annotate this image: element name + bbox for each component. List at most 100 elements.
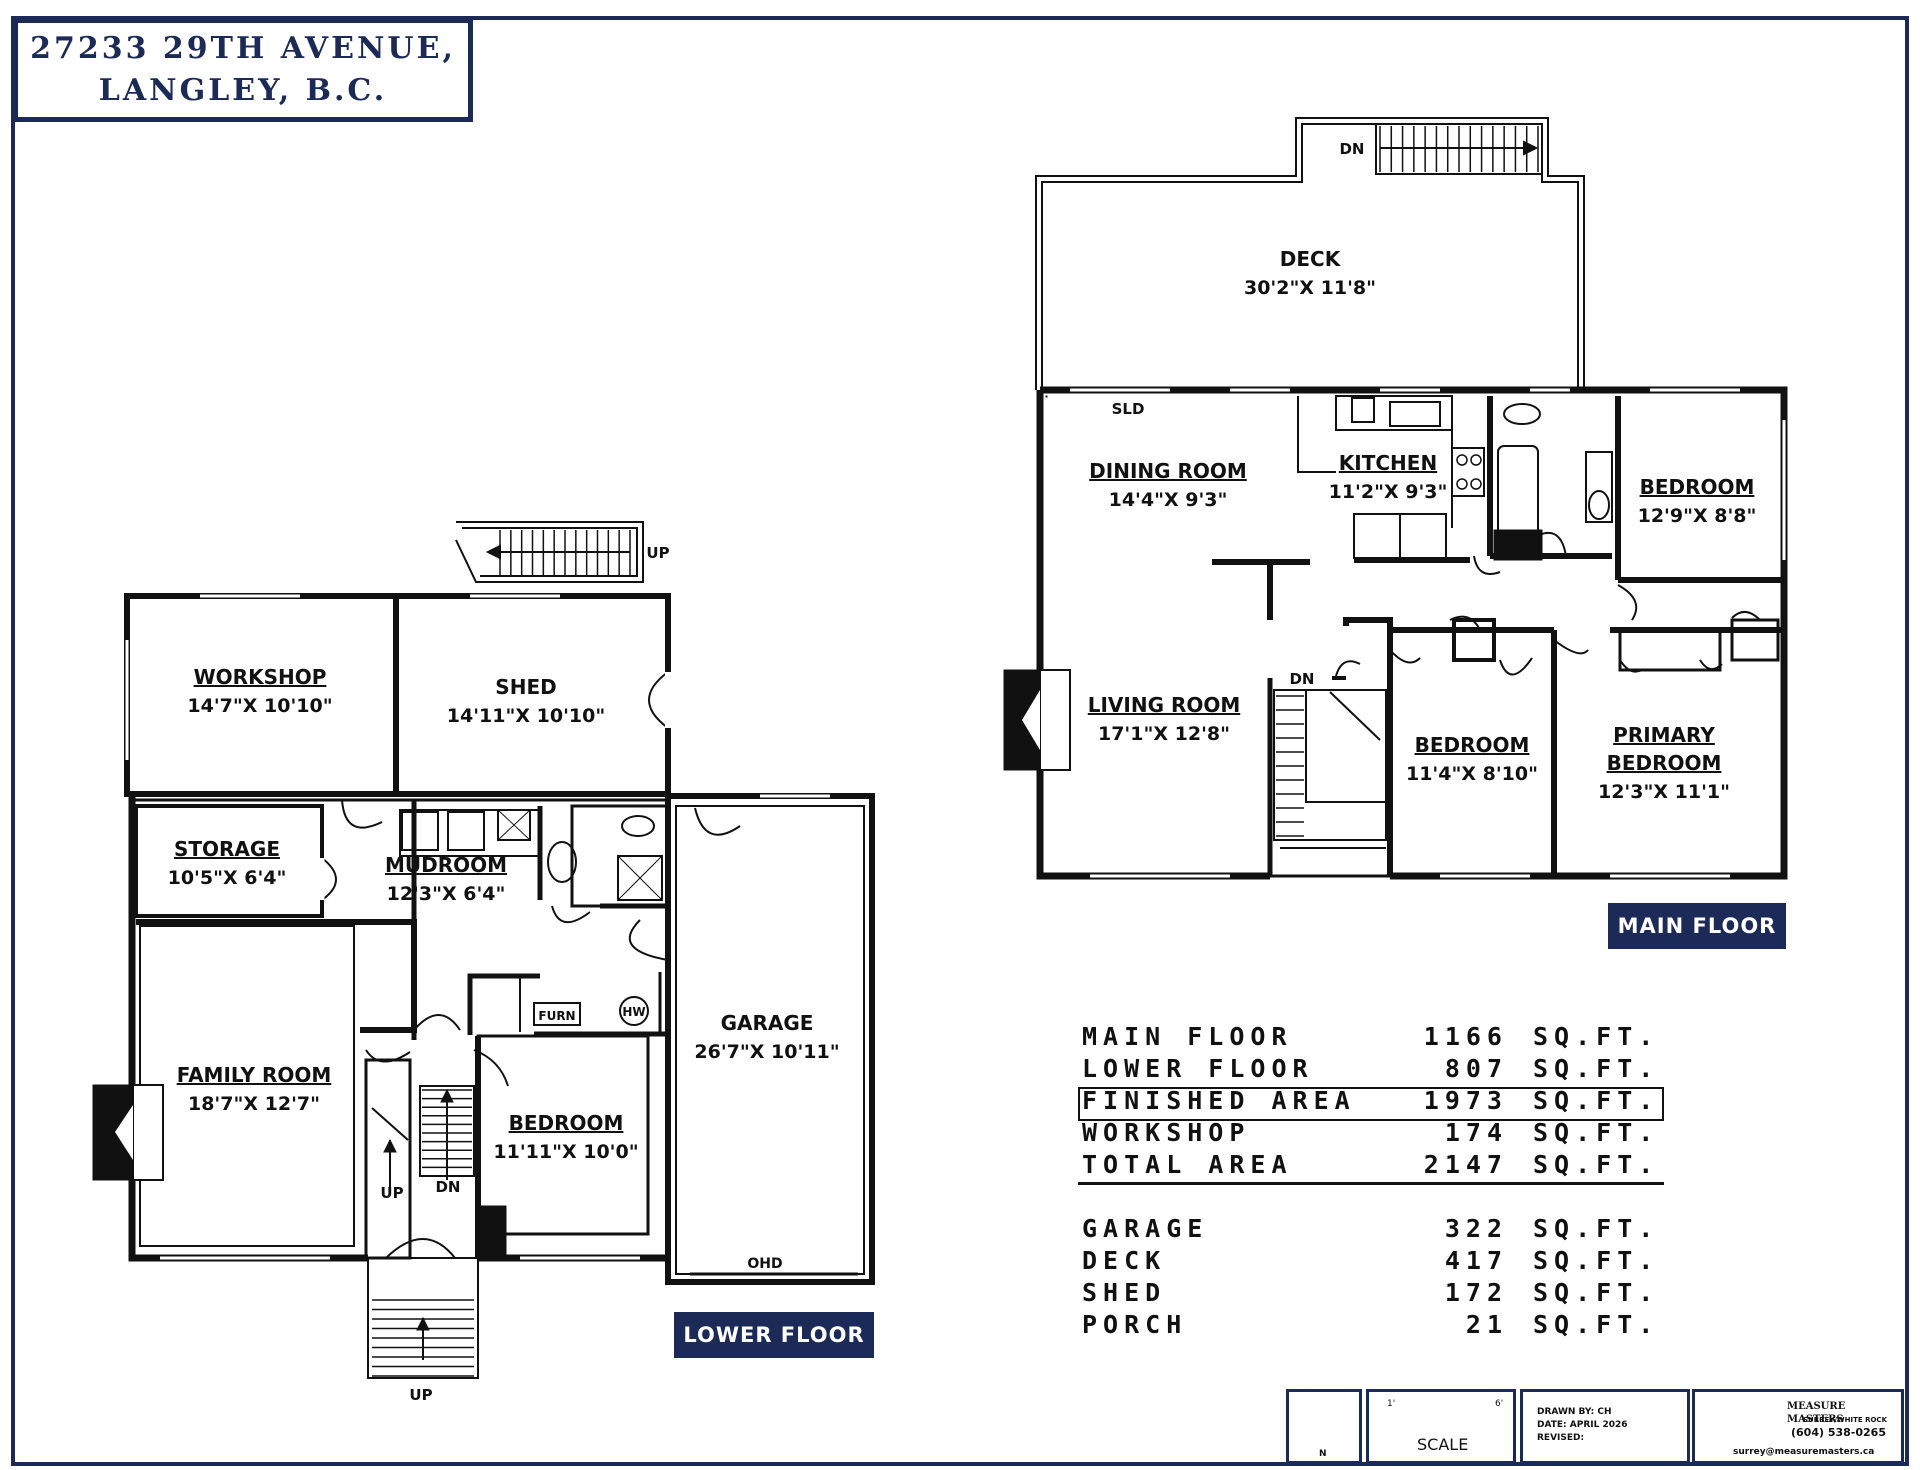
finished-area-box — [1078, 1087, 1664, 1121]
area-row-label: PORCH — [1082, 1310, 1188, 1339]
workshop-dims: 14'7"X 10'10" — [187, 695, 332, 717]
stair-up-label: UP — [380, 1184, 403, 1202]
company-sub: SURREY/WHITE ROCK — [1803, 1416, 1887, 1424]
drawn-by: DRAWN BY: CH — [1537, 1407, 1612, 1417]
sliding-door-label: SLD — [1112, 400, 1145, 418]
south-bedroom-dims: 11'4"X 8'10" — [1406, 763, 1538, 785]
mudroom-name: MUDROOM — [385, 853, 507, 877]
area-row-unit: SQ.FT. — [1533, 1310, 1660, 1339]
porch-up-label: UP — [409, 1386, 432, 1404]
logo-letters: MM — [1721, 1408, 1766, 1432]
area-row: TOTAL AREA 2147 SQ.FT. — [1078, 1150, 1678, 1182]
scale-label: SCALE — [1417, 1435, 1469, 1454]
ne-bedroom-name: BEDROOM — [1640, 475, 1755, 499]
stair-dn-label: DN — [435, 1178, 460, 1196]
title-block-north: N — [1286, 1389, 1362, 1464]
workshop-name: WORKSHOP — [194, 665, 327, 689]
shed-dims: 14'11"X 10'10" — [447, 705, 605, 727]
address-line-2: LANGLEY, B.C. — [98, 73, 388, 108]
family-room-name: FAMILY ROOM — [177, 1063, 332, 1087]
company-name: MEASURE MASTERS — [1787, 1401, 1846, 1425]
area-row: FINISHED AREA 1973 SQ.FT. — [1078, 1086, 1678, 1118]
primary-bedroom-name-2: BEDROOM — [1607, 751, 1722, 775]
area-row-unit: SQ.FT. — [1533, 1278, 1660, 1307]
ne-bedroom-dims: 12'9"X 8'8" — [1638, 505, 1757, 527]
area-row-label: FINISHED AREA — [1082, 1086, 1356, 1115]
area-row-unit: SQ.FT. — [1533, 1086, 1660, 1115]
deck — [1035, 117, 1585, 390]
area-row-label: DECK — [1082, 1246, 1167, 1275]
area-row-unit: SQ.FT. — [1533, 1150, 1660, 1179]
lower-stair-up-label: UP — [646, 544, 669, 562]
deck-name: DECK — [1280, 247, 1342, 271]
area-row-value: 174 — [1444, 1118, 1508, 1147]
title-block-scale: 1' 6' SCALE — [1366, 1389, 1516, 1464]
dining-room-name: DINING ROOM — [1089, 459, 1247, 483]
area-row-value: 417 — [1444, 1246, 1508, 1275]
main-stair-dn-label: DN — [1289, 670, 1314, 688]
north-label: N — [1319, 1449, 1327, 1459]
revised: REVISED: — [1537, 1433, 1585, 1443]
garage-dims: 26'7"X 10'11" — [694, 1041, 839, 1063]
area-row: LOWER FLOOR 807 SQ.FT. — [1078, 1054, 1678, 1086]
area-row-label: TOTAL AREA — [1082, 1150, 1293, 1179]
mudroom-dims: 12'3"X 6'4" — [387, 883, 506, 905]
area-row: PORCH 21 SQ.FT. — [1078, 1310, 1678, 1342]
area-row: DECK 417 SQ.FT. — [1078, 1246, 1678, 1278]
area-row: GARAGE 322 SQ.FT. — [1078, 1214, 1678, 1246]
kitchen-name: KITCHEN — [1339, 451, 1437, 475]
area-row-unit: SQ.FT. — [1533, 1022, 1660, 1051]
overhead-door-label: OHD — [747, 1256, 782, 1272]
area-row-unit: SQ.FT. — [1533, 1118, 1660, 1147]
furnace-label: FURN — [538, 1009, 575, 1023]
lower-floor-labels: WORKSHOP 14'7"X 10'10" SHED 14'11"X 10'1… — [168, 544, 840, 1404]
family-room-dims: 18'7"X 12'7" — [188, 1093, 320, 1115]
address-line-1: 27233 29TH AVENUE, — [30, 31, 456, 66]
scale-mark-left: 1' — [1387, 1399, 1396, 1409]
living-room-name: LIVING ROOM — [1088, 693, 1241, 717]
deck-dims: 30'2"X 11'8" — [1244, 277, 1376, 299]
main-floor-labels: DECK 30'2"X 11'8" DINING ROOM 14'4"X 9'3… — [1088, 140, 1757, 803]
primary-bedroom-dims: 12'3"X 11'1" — [1598, 781, 1730, 803]
storage-dims: 10'5"X 6'4" — [168, 867, 287, 889]
area-row-value: 21 — [1465, 1310, 1508, 1339]
lower-bedroom-name: BEDROOM — [509, 1111, 624, 1135]
area-row-value: 2147 — [1423, 1150, 1508, 1179]
area-row-value: 807 — [1444, 1054, 1508, 1083]
shed-name: SHED — [495, 675, 556, 699]
title-block-drawn: DRAWN BY: CH DATE: APRIL 2026 REVISED: — [1520, 1389, 1690, 1464]
living-room-dims: 17'1"X 12'8" — [1098, 723, 1230, 745]
company-email: surrey@measuremasters.ca — [1733, 1447, 1875, 1457]
deck-dn-label: DN — [1339, 140, 1364, 158]
area-row-label: MAIN FLOOR — [1082, 1022, 1293, 1051]
area-row: WORKSHOP 174 SQ.FT. — [1078, 1118, 1678, 1150]
area-row-label: GARAGE — [1082, 1214, 1209, 1243]
area-row-unit: SQ.FT. — [1533, 1054, 1660, 1083]
area-row-label: WORKSHOP — [1082, 1118, 1251, 1147]
area-row-label: SHED — [1082, 1278, 1167, 1307]
area-row-value: 1166 — [1423, 1022, 1508, 1051]
garage-name: GARAGE — [721, 1011, 814, 1035]
area-row-value: 172 — [1444, 1278, 1508, 1307]
hot-water-label: HW — [622, 1005, 645, 1019]
address-title-box: 27233 29TH AVENUE, LANGLEY, B.C. — [13, 18, 473, 122]
lower-exterior-stair — [455, 521, 644, 583]
title-block-company: MEASURE MASTERS SURREY/WHITE ROCK (604) … — [1692, 1389, 1904, 1464]
area-row-unit: SQ.FT. — [1533, 1214, 1660, 1243]
kitchen-dims: 11'2"X 9'3" — [1329, 481, 1448, 503]
storage-name: STORAGE — [174, 837, 280, 861]
scale-mark-right: 6' — [1495, 1399, 1504, 1409]
area-row-unit: SQ.FT. — [1533, 1246, 1660, 1275]
area-row-value: 1973 — [1423, 1086, 1508, 1115]
lower-floor-plan — [92, 521, 875, 1379]
company-phone: (604) 538-0265 — [1791, 1426, 1886, 1439]
south-bedroom-name: BEDROOM — [1415, 733, 1530, 757]
main-floor-plan — [1003, 117, 1788, 880]
area-row: MAIN FLOOR 1166 SQ.FT. — [1078, 1022, 1678, 1054]
area-row-label: LOWER FLOOR — [1082, 1054, 1314, 1083]
area-row-value: 322 — [1444, 1214, 1508, 1243]
lower-floor-badge: LOWER FLOOR — [674, 1312, 874, 1358]
total-area-underline — [1078, 1182, 1664, 1185]
drawn-date: DATE: APRIL 2026 — [1537, 1420, 1628, 1430]
